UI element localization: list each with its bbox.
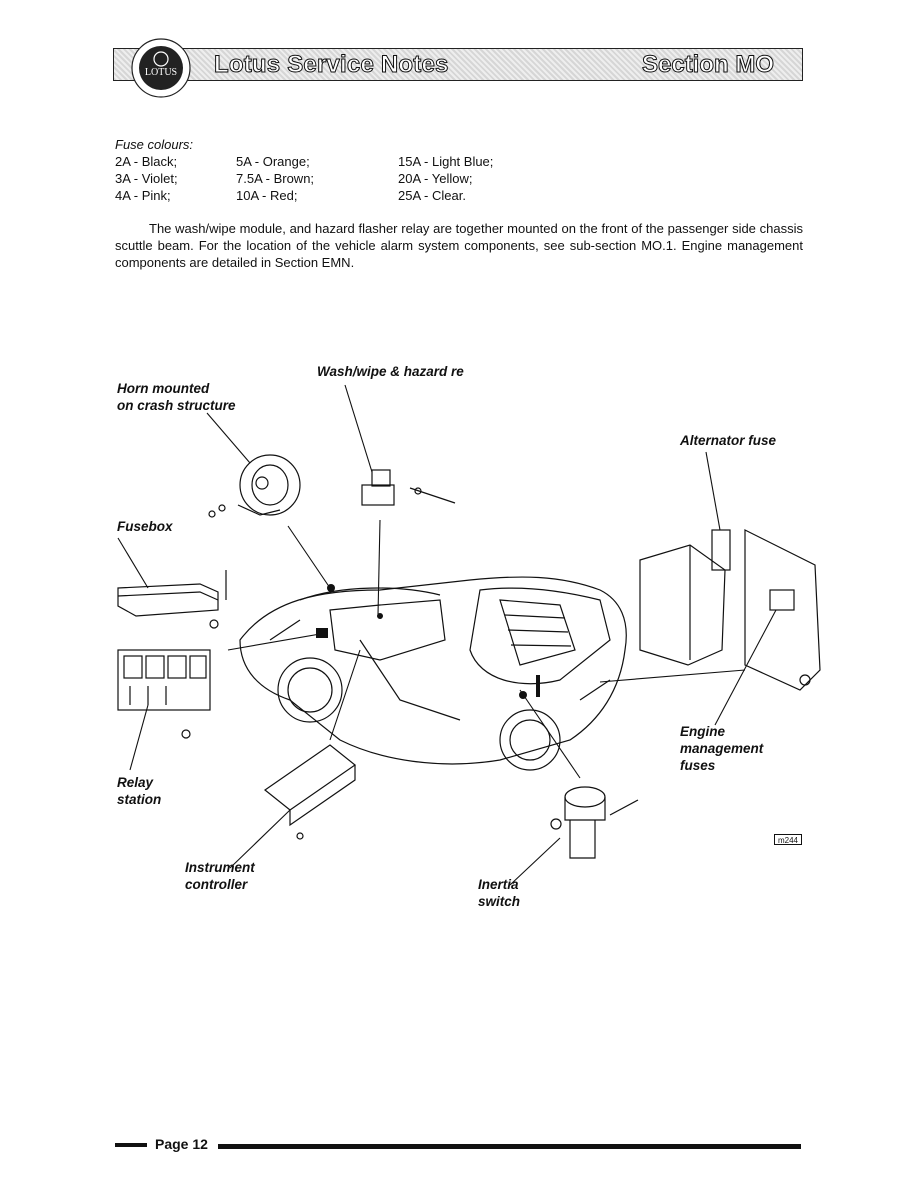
footer-rule-right [218, 1144, 801, 1149]
lotus-logo-icon: LOTUS [131, 38, 191, 98]
relay-station-illustration [117, 649, 211, 739]
component-location-diagram [117, 384, 821, 886]
alternator-fuse-label: Alternator fuse [680, 433, 777, 448]
section-label: Section MO [641, 51, 774, 79]
fuse-entry: 4A - Pink; [115, 188, 171, 203]
fuse-column-2: 5A - Orange; 7.5A - Brown; 10A - Red; [236, 153, 314, 204]
page-number: Page 12 [155, 1136, 208, 1152]
wash-wipe-label: Wash/wipe & hazard re [317, 364, 464, 379]
fuse-entry: 20A - Yellow; [398, 171, 473, 186]
leader-lines [117, 384, 777, 886]
instrument-controller-illustration [263, 744, 357, 840]
car-illustration [239, 576, 627, 771]
diagram-reference-code: m244 [774, 834, 802, 845]
horn-illustration [208, 454, 301, 518]
instrument-label-line1: Instrument [185, 860, 255, 875]
fuse-entry: 3A - Violet; [115, 171, 178, 186]
fuse-entry: 7.5A - Brown; [236, 171, 315, 186]
fuse-column-1: 2A - Black; 3A - Violet; 4A - Pink; [115, 153, 178, 204]
horn-label-line1: Horn mounted [117, 381, 210, 396]
engine-label-line2: management [680, 741, 764, 756]
footer-rule-left [115, 1143, 147, 1147]
logo-text: LOTUS [145, 67, 177, 78]
inertia-label-line2: switch [478, 894, 521, 909]
relay-label-line1: Relay [117, 775, 154, 790]
instrument-label-line2: controller [185, 877, 248, 892]
engine-label-line1: Engine [680, 724, 726, 739]
inertia-switch-illustration [550, 786, 639, 859]
fuse-column-3: 15A - Light Blue; 20A - Yellow; 25A - Cl… [398, 153, 493, 204]
inertia-label-line1: Inertia [478, 877, 519, 892]
relay-label-line2: station [117, 792, 162, 807]
fuse-colours-heading: Fuse colours: [115, 137, 194, 152]
fuse-entry: 25A - Clear. [398, 188, 466, 203]
fuse-entry: 2A - Black; [115, 154, 178, 169]
fusebox-label: Fusebox [117, 519, 173, 534]
engine-fuse-bracket-illustration [639, 529, 821, 691]
fuse-entry: 10A - Red; [236, 188, 298, 203]
header-banner: Lotus Service Notes Section MO [113, 48, 803, 81]
header-title: Lotus Service Notes [214, 51, 449, 79]
engine-label-line3: fuses [680, 758, 716, 773]
wash-wipe-relay-illustration [361, 469, 456, 506]
horn-label-line2: on crash structure [117, 398, 236, 413]
fusebox-illustration [117, 570, 227, 629]
body-paragraph: The wash/wipe module, and hazard flasher… [115, 221, 803, 270]
fuse-entry: 15A - Light Blue; [398, 154, 494, 169]
fuse-entry: 5A - Orange; [236, 154, 310, 169]
